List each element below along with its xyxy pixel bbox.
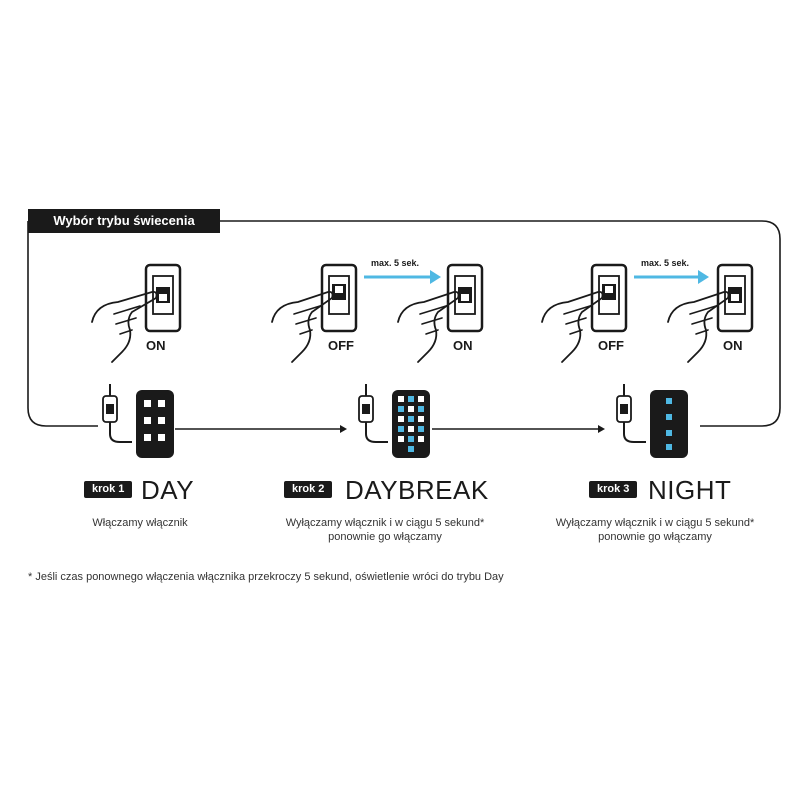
step1-device xyxy=(102,384,174,458)
diagram-title: Wybór trybu świecenia xyxy=(28,209,220,233)
arrow-right-icon xyxy=(430,270,441,284)
step2-device xyxy=(358,384,430,458)
step-badge: krok 1 xyxy=(84,481,133,498)
step-description: Wyłączamy włącznik i w ciągu 5 sekund* p… xyxy=(520,516,790,544)
switch-state-label: ON xyxy=(453,338,473,353)
description-line: Wyłączamy włącznik i w ciągu 5 sekund* xyxy=(555,517,755,529)
hand-pressing-switch-icon xyxy=(397,263,484,363)
led-panel-icon xyxy=(650,390,688,458)
description-line: Wyłączamy włącznik i w ciągu 5 sekund* xyxy=(285,517,485,529)
footnote: * Jeśli czas ponownego włączenia włączni… xyxy=(28,571,504,583)
mode-name: DAY xyxy=(141,475,195,505)
arrow-right-icon xyxy=(698,270,709,284)
step-description: Wyłączamy włącznik i w ciągu 5 sekund* p… xyxy=(250,516,520,544)
switch-state-label: OFF xyxy=(328,338,354,353)
description-line: ponownie go włączamy xyxy=(598,531,712,543)
hand-pressing-switch-icon xyxy=(667,263,754,363)
step-badge: krok 3 xyxy=(589,481,638,498)
description-line: ponownie go włączamy xyxy=(328,531,442,543)
led-panel-icon xyxy=(392,390,430,458)
step-description: Włączamy włącznik xyxy=(20,516,260,530)
arrow-right-icon xyxy=(598,425,605,433)
switch-state-label: OFF xyxy=(598,338,624,353)
switch-state-label: ON xyxy=(146,338,166,353)
hand-pressing-switch-icon xyxy=(271,263,358,363)
inline-switch-icon xyxy=(102,384,132,443)
arrow-right-icon xyxy=(340,425,347,433)
description-line: Włączamy włącznik xyxy=(92,517,188,529)
inline-switch-icon xyxy=(616,384,646,443)
led-panel-icon xyxy=(136,390,174,458)
mode-name: DAYBREAK xyxy=(345,475,489,505)
hand-pressing-switch-icon xyxy=(91,263,182,363)
step-badge: krok 2 xyxy=(284,481,333,498)
mode-name: NIGHT xyxy=(648,475,732,505)
switch-state-label: ON xyxy=(723,338,743,353)
hand-pressing-switch-icon xyxy=(541,263,628,363)
inline-switch-icon xyxy=(358,384,388,443)
step3-device xyxy=(616,384,688,458)
timing-label: max. 5 sek. xyxy=(641,258,690,268)
timing-label: max. 5 sek. xyxy=(371,258,420,268)
